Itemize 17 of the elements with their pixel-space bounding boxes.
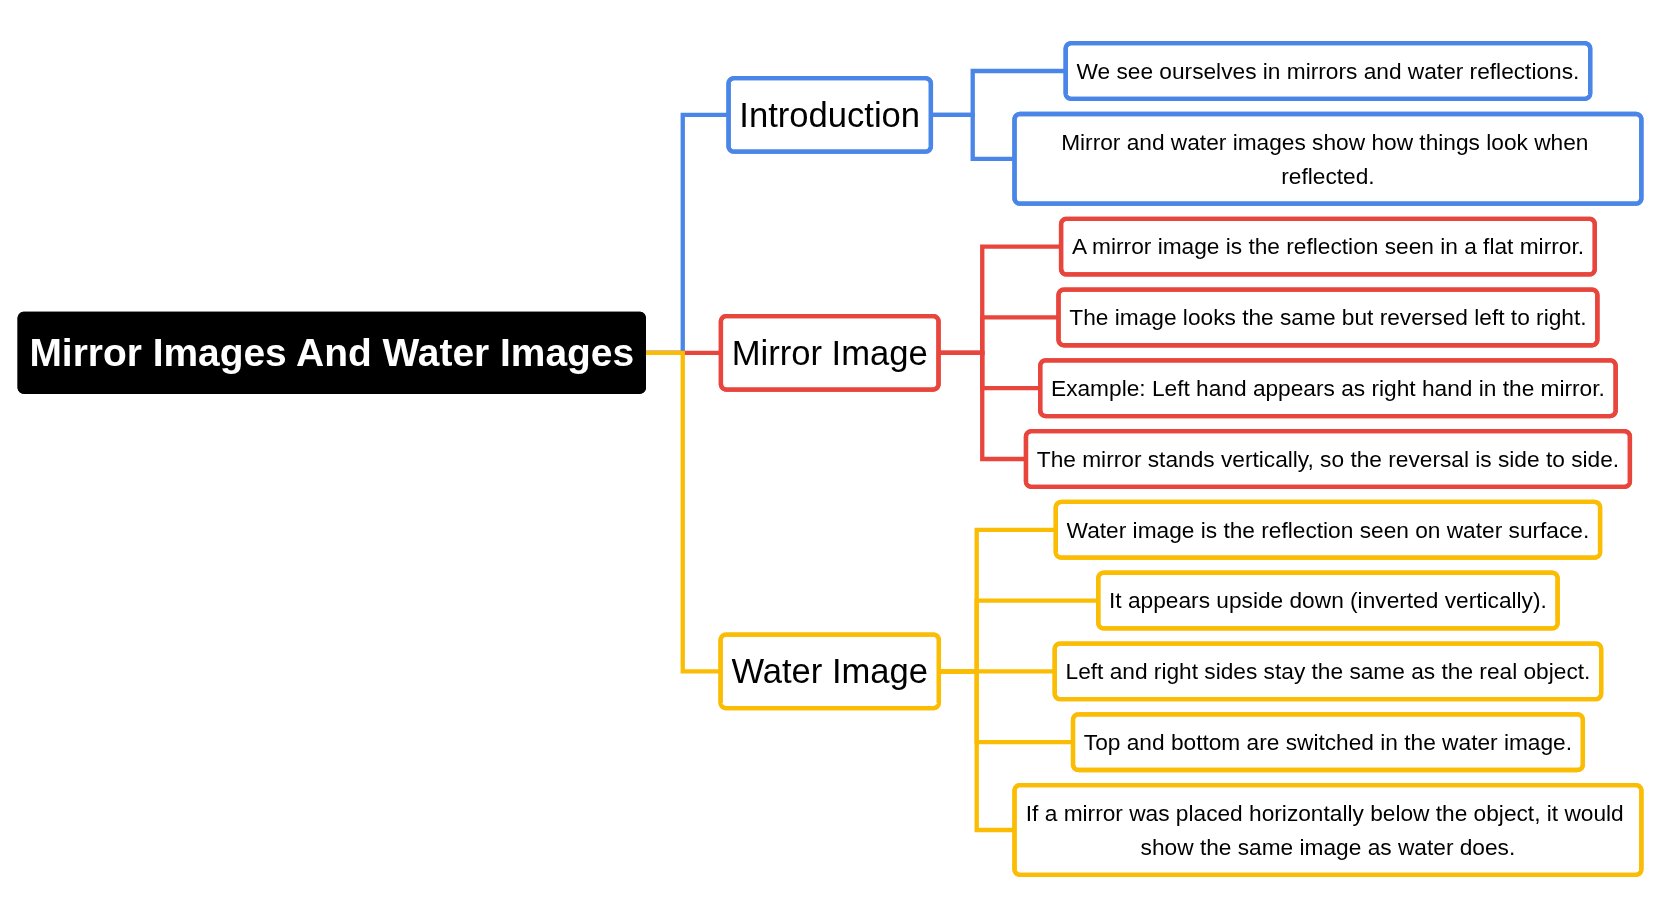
note-box: A mirror image is the reflection seen in a flat mirror. bbox=[1058, 216, 1597, 277]
branch-box: Mirror Image bbox=[718, 313, 941, 392]
note-box: Example: Left hand appears as right hand in the mirror. bbox=[1038, 358, 1618, 419]
note-box: The mirror stands vertically, so the reversal is side to side. bbox=[1023, 429, 1633, 489]
topic-box: Mirror Images And Water Images bbox=[17, 311, 646, 394]
note-box: It appears upside down (inverted vertically). bbox=[1096, 570, 1560, 631]
note-box: The image looks the same but reversed left to right. bbox=[1056, 287, 1600, 348]
note-box: We see ourselves in mirrors and water reflections. bbox=[1063, 41, 1593, 101]
branch-box: Water Image bbox=[718, 632, 942, 711]
note-box: Top and bottom are switched in the water image. bbox=[1070, 712, 1585, 773]
note-box: Left and right sides stay the same as the real object. bbox=[1052, 641, 1604, 702]
note-box: If a mirror was placed horizontally below the object, it would show the same image as water does. bbox=[1012, 782, 1644, 877]
note-box: Mirror and water images show how things look when reflected. bbox=[1012, 111, 1644, 206]
branch-box: Introduction bbox=[726, 76, 934, 154]
connector-line bbox=[938, 350, 1026, 462]
connector-line bbox=[938, 669, 1015, 833]
note-box: Water image is the reflection seen on water surface. bbox=[1053, 499, 1603, 560]
